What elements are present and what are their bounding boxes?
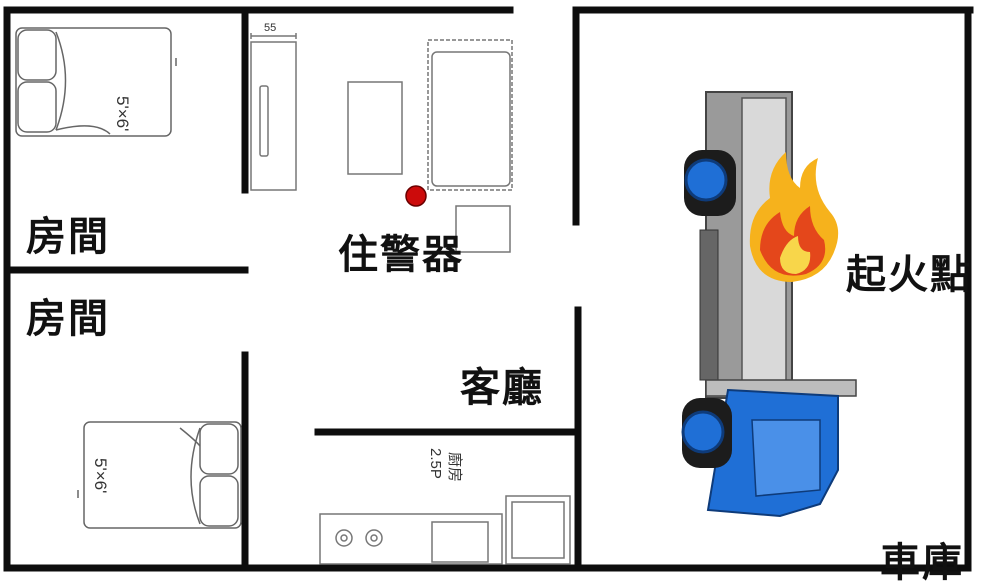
alarm-dot (405, 185, 427, 207)
kitchen-fixtures (319, 495, 571, 565)
walls (3, 6, 974, 572)
wheel-front (681, 398, 732, 468)
upper-room-furniture (250, 33, 513, 253)
wardrobe (250, 41, 297, 191)
fire-truck (681, 91, 857, 518)
label-fire-origin: 起火點 (846, 251, 972, 298)
bed-bottom (77, 421, 242, 529)
label-shelf-mark: 55 (264, 22, 277, 34)
label-living-room: 客廳 (460, 364, 544, 411)
label-alarm: 住警器 (338, 231, 464, 278)
label-bedroom-bottom: 房間 (26, 295, 110, 342)
wheel-rear (684, 150, 736, 216)
side-box (455, 205, 511, 253)
fire-icon (749, 152, 839, 282)
label-bedroom-top: 房間 (26, 213, 110, 260)
label-bed-top-size: 5'×6' (113, 96, 132, 132)
kitchen-counter (319, 513, 503, 565)
fridge (505, 495, 571, 565)
label-bed-bottom-size: 5'×6' (91, 458, 110, 494)
label-garage: 車庫 (880, 539, 964, 586)
label-kitchen: 廚房 (446, 452, 463, 483)
table (347, 81, 403, 175)
label-kitchen-size: 2.5P (427, 448, 444, 479)
bed-top (15, 27, 177, 137)
sofa-frame (427, 39, 513, 191)
